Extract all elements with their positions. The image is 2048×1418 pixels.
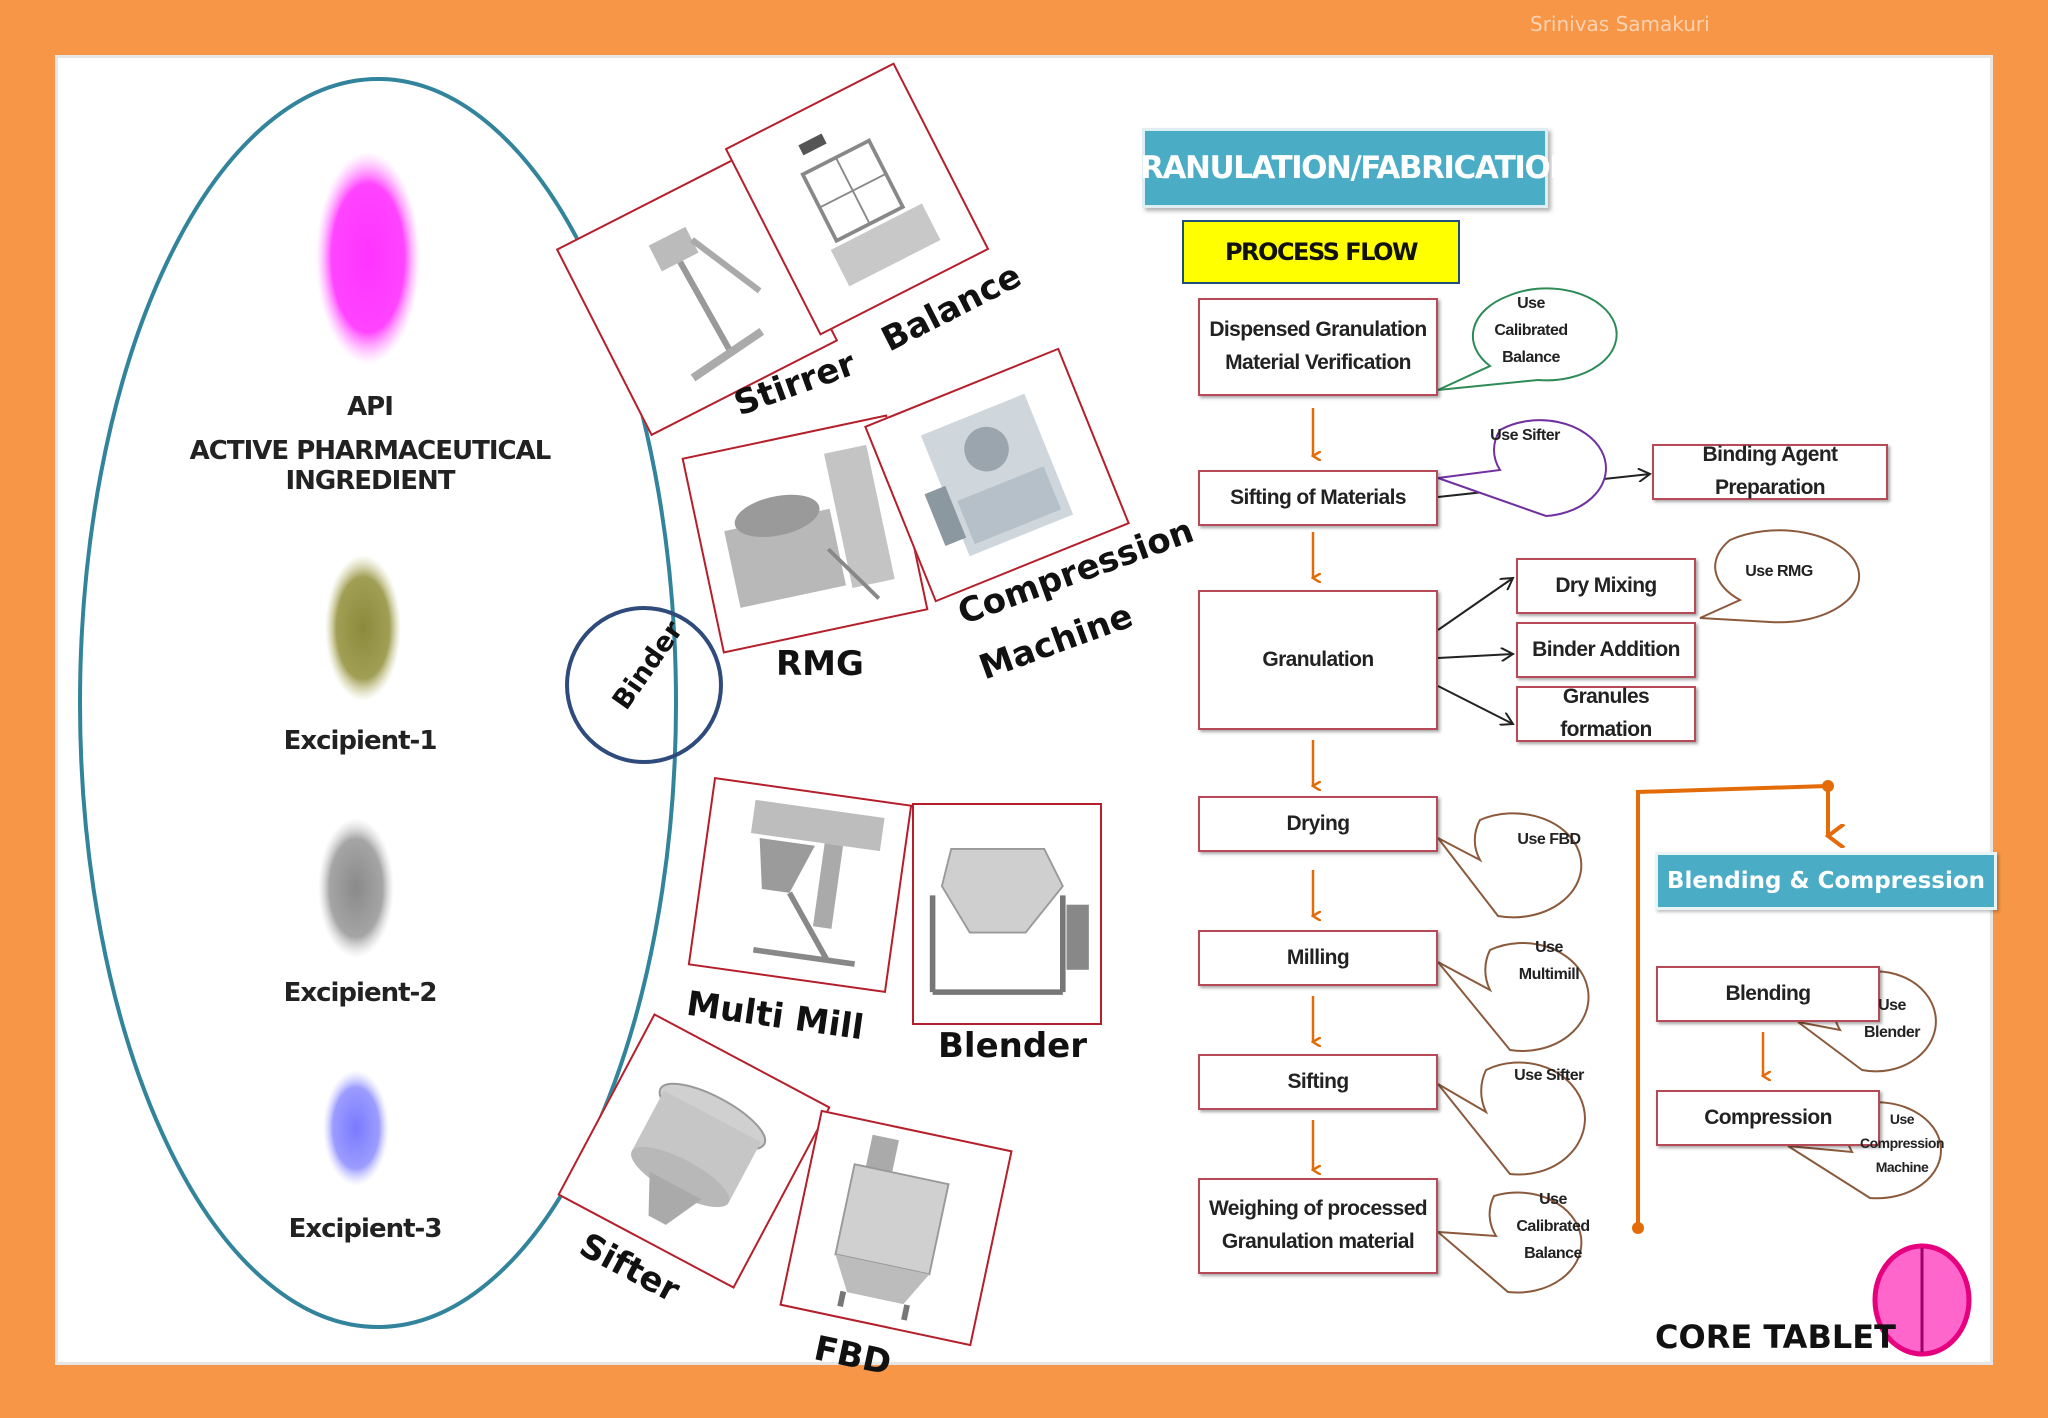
callout-rmg: Use RMG [1714,558,1844,585]
binder-addition-box: Binder Addition [1516,622,1696,678]
balance-photo [724,62,990,336]
blender-photo [912,803,1102,1025]
ingredients-ellipse [78,77,678,1329]
callout-calibrated-balance-2: Use Calibrated Balance [1488,1186,1618,1268]
step-milling: Milling [1198,930,1438,986]
excipient-1-label: Excipient-1 [283,726,438,756]
callout-line: Use [1878,997,1906,1014]
rmg-photo [681,414,929,654]
callout-line: Use Sifter [1514,1067,1584,1084]
callout-calibrated-balance-1: Use Calibrated Balance [1466,290,1596,372]
excipient-1-powder [325,555,401,701]
callout-line: Calibrated [1516,1218,1590,1236]
api-powder [316,152,420,364]
callout-line: Calibrated [1494,322,1568,340]
binder-circle [565,606,723,764]
step-dispensed-line1: Dispensed Granulation [1209,318,1427,342]
callout-compression-machine: Use Compression Machine [1842,1108,1962,1179]
callout-line: Balance [1524,1245,1582,1263]
excipient-3-powder [323,1070,389,1186]
blending-compression-title: Blending & Compression [1655,852,1997,910]
excipient-3-label: Excipient-3 [288,1214,443,1244]
blender-label: Blender [938,1026,1087,1066]
step-granulation: Granulation [1198,590,1438,730]
callout-fbd: Use FBD [1484,826,1614,853]
multi-mill-photo [687,777,913,993]
callout-line: Balance [1502,349,1560,367]
binding-agent-box: Binding Agent Preparation [1652,443,1888,500]
step-sifting: Sifting [1198,1054,1438,1110]
step-weighing-line2: Granulation material [1221,1230,1415,1253]
callout-line: Use [1535,939,1563,956]
compression-box: Compression [1656,1090,1880,1146]
callout-line: Blender [1863,1024,1921,1042]
compression-machine-photo [864,347,1130,603]
callout-line: Use FBD [1517,831,1581,848]
callout-line: Use [1539,1191,1567,1208]
callout-blender: Use Blender [1842,992,1942,1046]
process-flow-subtitle: PROCESS FLOW [1182,220,1460,284]
callout-line: Machine [1875,1158,1929,1175]
callout-line: Compression [1860,1134,1944,1151]
callout-multimill: Use Multimill [1484,934,1614,988]
api-label: API [347,392,394,422]
callout-line: Multimill [1518,966,1580,984]
step-weighing-line1: Weighing of processed [1208,1197,1428,1221]
watermark: Srinivas Samakuri [1530,12,1710,36]
dry-mixing-box: Dry Mixing [1516,558,1696,614]
granulation-title: GRANULATION/FABRICATION [1116,128,1575,208]
step-drying: Drying [1198,796,1438,852]
callout-line: Use [1889,1111,1915,1127]
step-sifting-materials: Sifting of Materials [1198,470,1438,526]
granules-formation-box: Granules formation [1516,685,1696,742]
core-tablet-label: CORE TABLET [1655,1318,1896,1356]
excipient-2-powder [318,818,394,958]
callout-line: Use RMG [1745,563,1813,580]
callout-line: Use Sifter [1490,427,1560,444]
rmg-label: RMG [776,644,864,684]
callout-line: Use [1517,295,1545,312]
fbd-photo [779,1109,1013,1347]
callout-sifter-1: Use Sifter [1460,422,1590,449]
stirrer-photo [555,153,839,437]
callout-sifter-2: Use Sifter [1484,1062,1614,1089]
blending-box: Blending [1656,966,1880,1022]
sifter-photo [557,1013,831,1289]
step-dispensed-line2: Material Verification [1225,351,1411,374]
excipient-2-label: Excipient-2 [283,978,438,1008]
api-full-label: ACTIVE PHARMACEUTICAL INGREDIENT [189,436,552,496]
